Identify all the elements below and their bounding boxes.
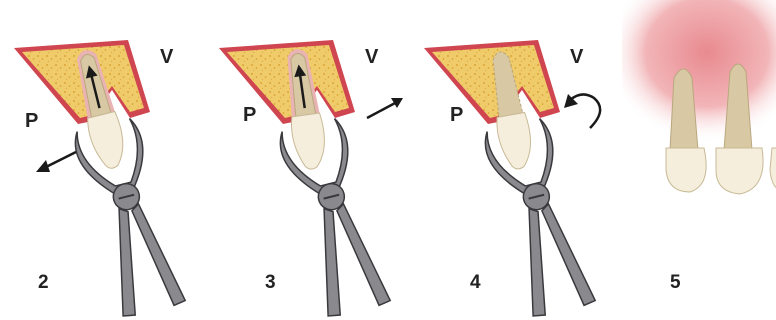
step-number: 3 — [265, 272, 276, 294]
alveolar-bone — [219, 40, 355, 124]
movement-arrow-icon — [367, 98, 403, 118]
forceps — [72, 116, 186, 319]
palatal-label: P — [450, 104, 463, 127]
panel-step-2: P V 2 — [0, 0, 200, 320]
vestibular-label: V — [160, 46, 173, 69]
alveolar-bone — [424, 40, 560, 124]
forceps — [482, 116, 596, 319]
vestibular-label: V — [570, 46, 583, 69]
palatal-label: P — [25, 110, 38, 133]
tooth — [770, 148, 776, 190]
panel-step-5: 5 — [612, 0, 776, 320]
movement-arrow-icon — [36, 152, 76, 172]
palatal-label: P — [243, 104, 256, 127]
result-illustration — [612, 0, 776, 320]
panel-step-3: P V 3 — [205, 0, 405, 320]
step-number: 2 — [38, 272, 49, 294]
forceps — [277, 116, 391, 319]
panel-step-4: P V 4 — [410, 0, 610, 320]
step-number: 5 — [670, 272, 681, 294]
step-number: 4 — [470, 272, 481, 294]
vestibular-label: V — [365, 46, 378, 69]
gingiva — [622, 0, 776, 150]
rotation-arrow-icon — [564, 94, 600, 128]
